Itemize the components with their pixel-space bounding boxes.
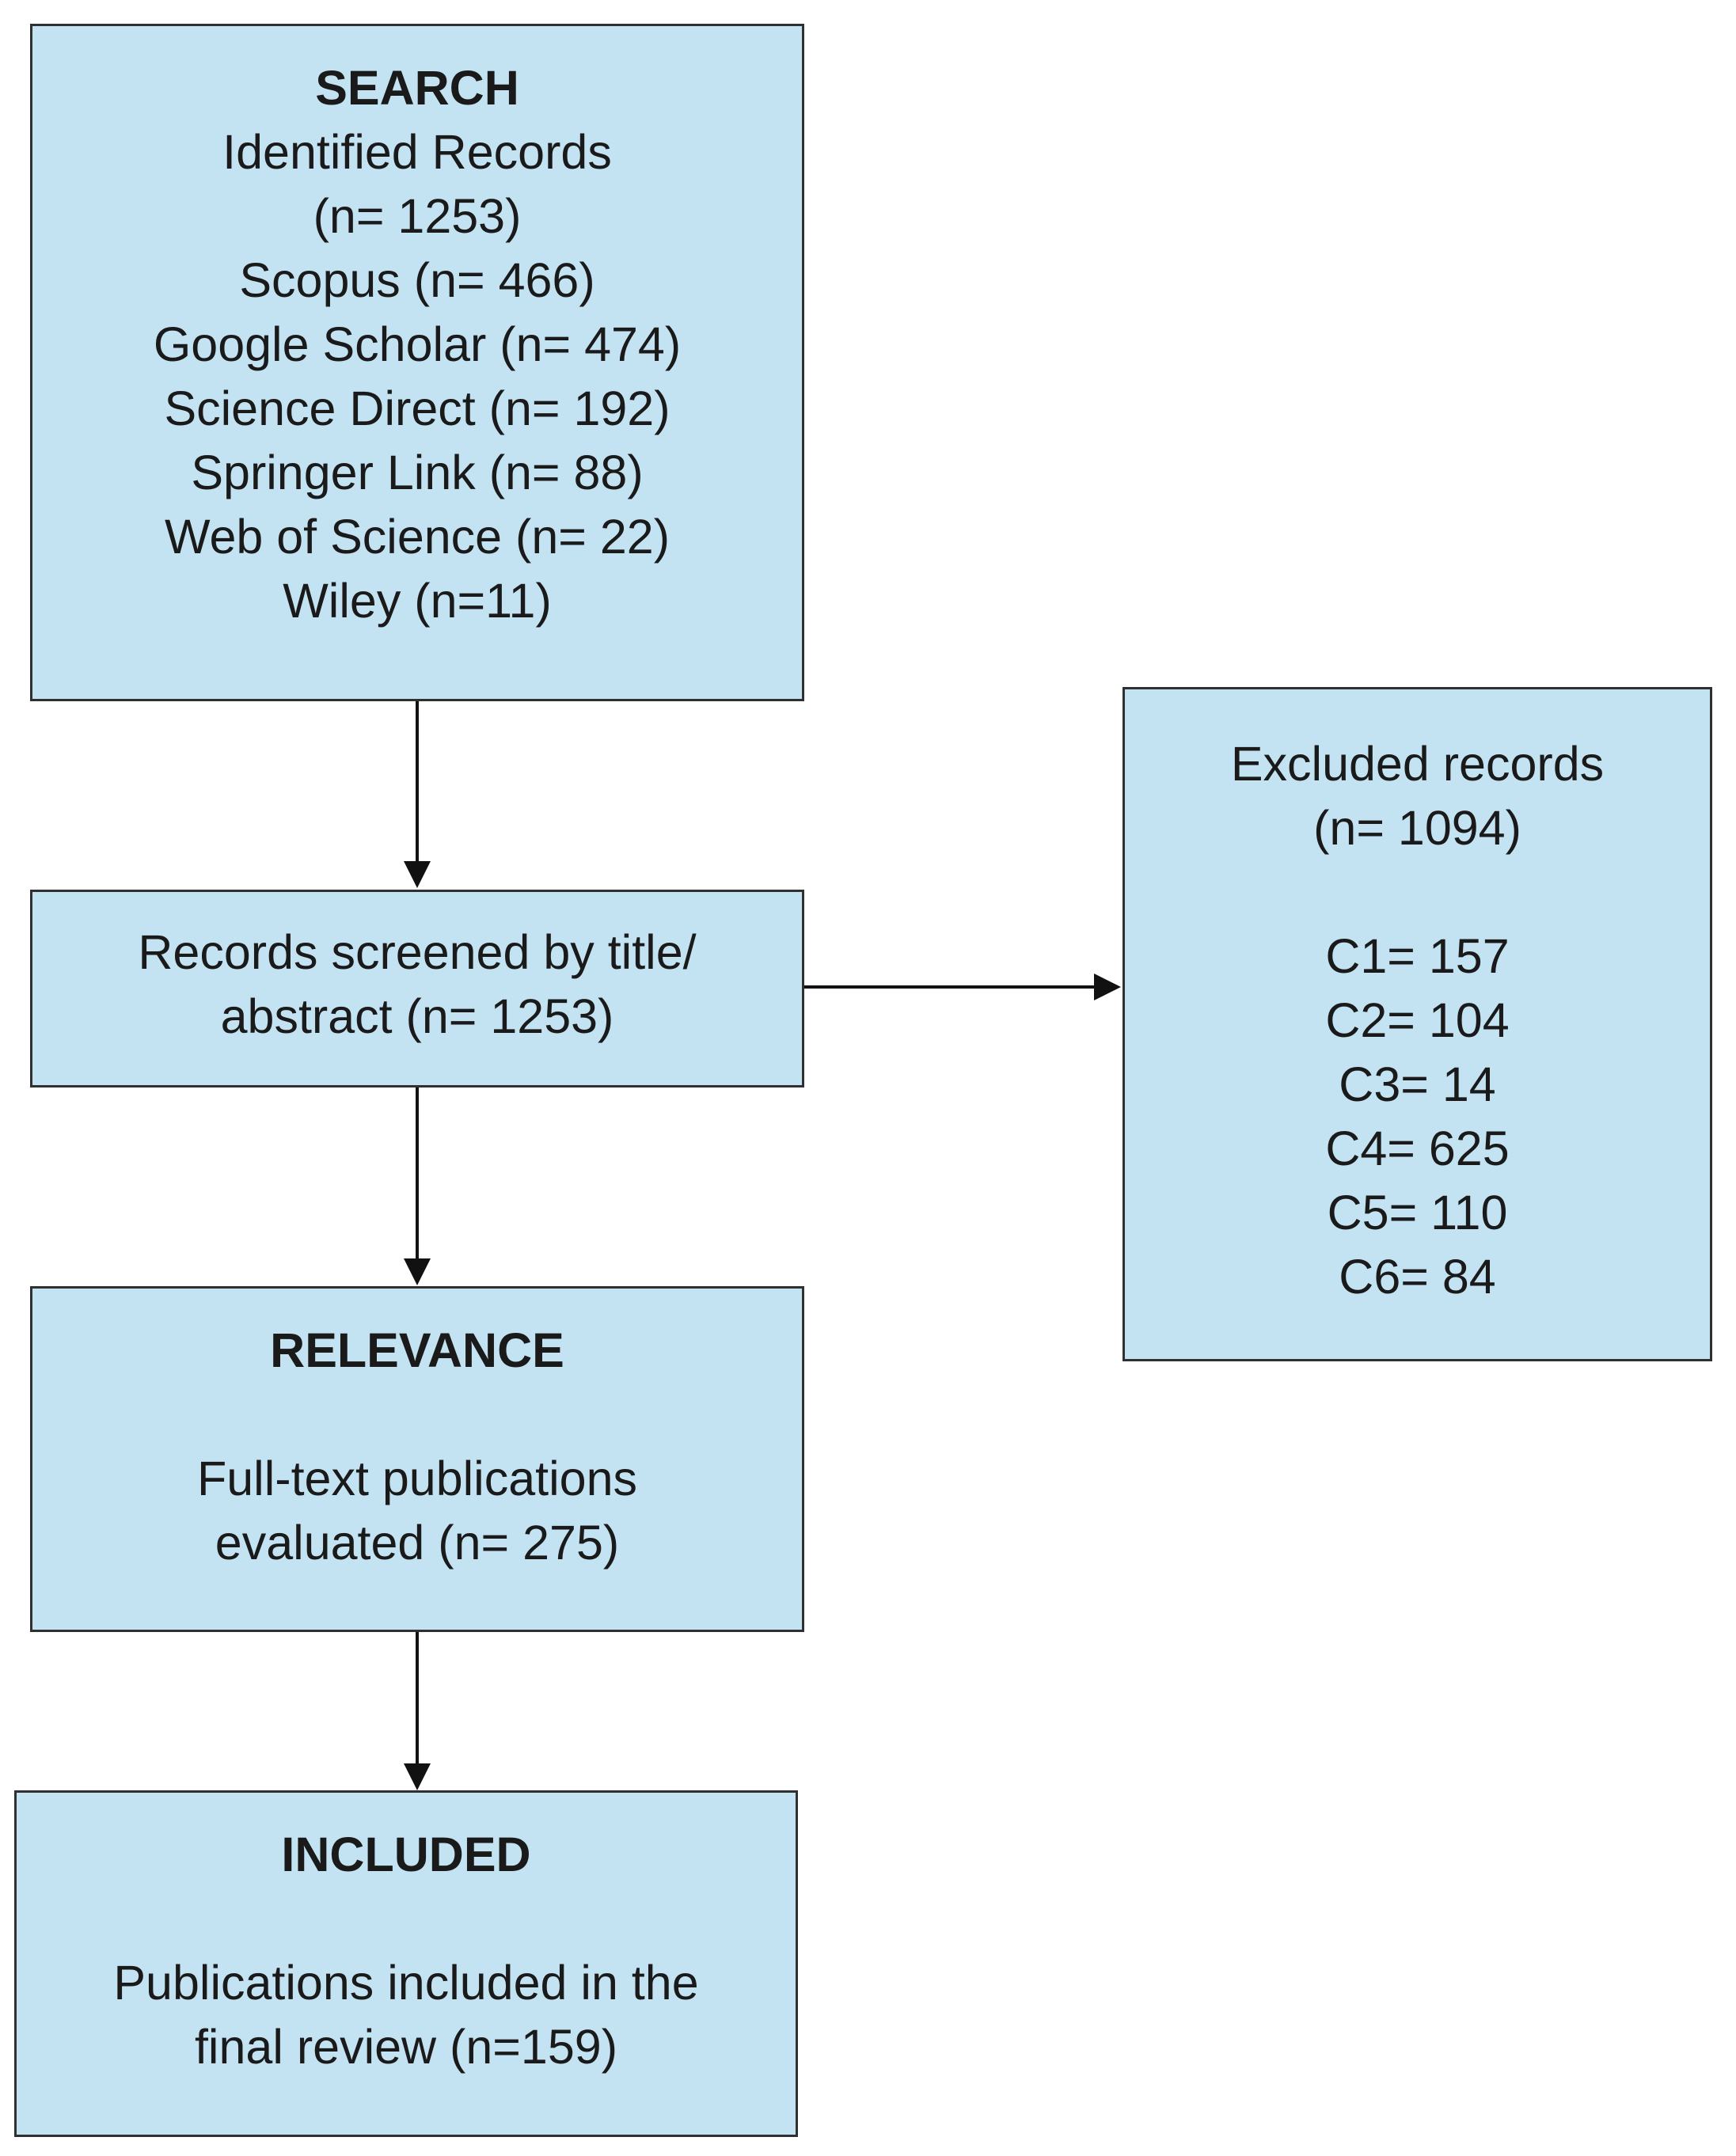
- excluded-criterion: C2= 104: [1325, 993, 1510, 1047]
- arrow-screened-to-relevance: [404, 1087, 431, 1285]
- included-box: INCLUDED Publications included in the fi…: [14, 1790, 798, 2137]
- excluded-criterion: C4= 625: [1325, 1122, 1510, 1175]
- arrow-relevance-to-included: [404, 1632, 431, 1790]
- excluded-criterion: C3= 14: [1339, 1057, 1496, 1111]
- search-line: Wiley (n=11): [283, 574, 552, 628]
- excluded-line: (n= 1094): [1313, 801, 1521, 855]
- search-line: Science Direct (n= 192): [164, 381, 670, 435]
- search-line: Google Scholar (n= 474): [153, 317, 682, 371]
- excluded-criterion: C6= 84: [1339, 1250, 1496, 1304]
- relevance-line: Full-text publications: [196, 1452, 638, 1505]
- search-line: Springer Link (n= 88): [191, 446, 644, 499]
- screened-box: Records screened by title/ abstract (n= …: [30, 890, 804, 1087]
- excluded-criterion: C5= 110: [1327, 1186, 1508, 1239]
- relevance-box: RELEVANCE Full-text publications evaluat…: [30, 1286, 804, 1632]
- arrow-search-to-screened: [404, 701, 431, 888]
- search-line: (n= 1253): [313, 189, 522, 243]
- excluded-line: Excluded records: [1230, 737, 1605, 791]
- included-spacer: [17, 1887, 796, 1951]
- relevance-spacer: [32, 1383, 802, 1447]
- search-box: SEARCH Identified Records (n= 1253) Scop…: [30, 24, 804, 701]
- search-line: Web of Science (n= 22): [164, 510, 670, 564]
- screened-line: abstract (n= 1253): [220, 989, 614, 1043]
- included-heading: INCLUDED: [281, 1828, 531, 1881]
- search-line: Identified Records: [222, 125, 612, 179]
- included-line: final review (n=159): [194, 2020, 618, 2074]
- arrow-screened-to-excluded: [804, 974, 1121, 1000]
- search-heading: SEARCH: [315, 61, 519, 115]
- relevance-heading: RELEVANCE: [270, 1323, 564, 1377]
- screened-line: Records screened by title/: [138, 925, 697, 979]
- excluded-box: Excluded records (n= 1094) C1= 157 C2= 1…: [1123, 687, 1712, 1361]
- included-line: Publications included in the: [113, 1956, 699, 2010]
- search-line: Scopus (n= 466): [239, 253, 595, 307]
- excluded-spacer: [1125, 860, 1710, 924]
- excluded-criterion: C1= 157: [1325, 929, 1510, 983]
- relevance-line: evaluated (n= 275): [215, 1516, 620, 1570]
